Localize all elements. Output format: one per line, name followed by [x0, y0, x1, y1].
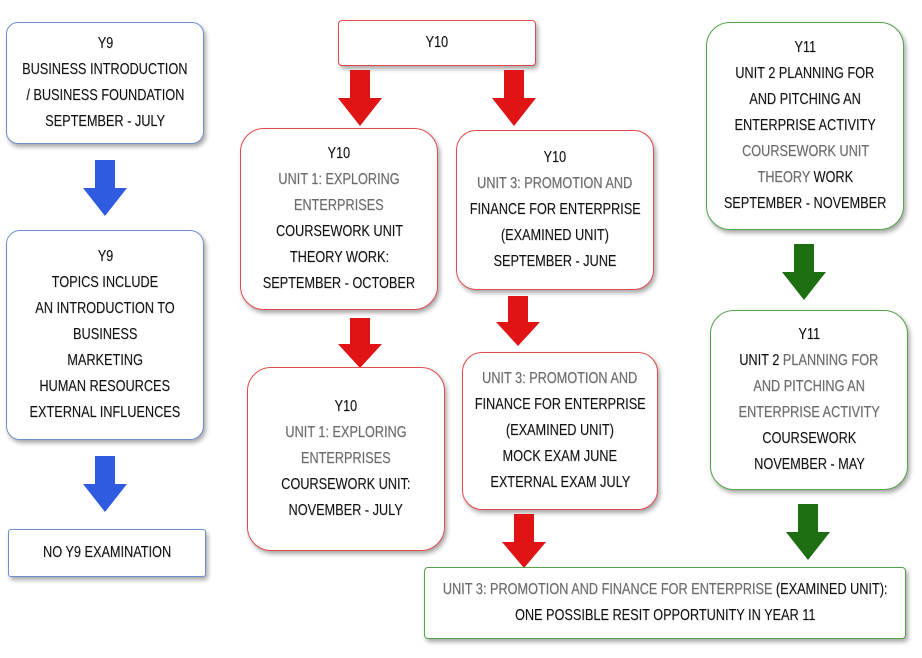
y9-intro-dates: SEPTEMBER - JULY	[45, 113, 165, 130]
y11-unit2-theory-unit: UNIT 2	[735, 65, 780, 82]
resit-examined: (EXAMINED UNIT):	[775, 581, 888, 598]
y9-topic-external: EXTERNAL INFLUENCES	[29, 404, 181, 421]
resit-line1: UNIT 3: PROMOTION AND FINANCE FOR ENTERP…	[443, 577, 888, 603]
y11-unit2-coursework-line2: AND PITCHING AN	[753, 378, 865, 395]
y10-unit1-coursework-unit: UNIT 1: EXPLORING	[285, 424, 407, 441]
y9-arrow-down-2	[83, 456, 127, 512]
y9-topics-heading: TOPICS INCLUDE	[51, 274, 159, 291]
y10-unit1-theory-dates: SEPTEMBER - OCTOBER	[262, 275, 416, 292]
y10-unit1-arrow-down	[338, 318, 382, 368]
y10-unit1-theory-box: Y10 UNIT 1: EXPLORING ENTERPRISES COURSE…	[240, 128, 438, 310]
y10-unit3-exam: (EXAMINED UNIT)	[500, 227, 610, 244]
y10-header-box: Y10	[338, 20, 536, 66]
y11-unit2-coursework-line4: COURSEWORK	[762, 430, 856, 447]
y10-unit1-theory-type: COURSEWORK UNIT	[275, 223, 403, 240]
y10-unit3-exam-unit: UNIT 3: PROMOTION AND	[482, 370, 638, 387]
y10-arrow-to-unit1	[338, 70, 382, 126]
y11-unit2-theory-line4: COURSEWORK UNIT	[741, 143, 869, 160]
y9-intro-title-2: / BUSINESS FOUNDATION	[26, 87, 184, 104]
y10-unit3-year: Y10	[543, 149, 567, 166]
resit-opportunity: ONE POSSIBLE RESIT OPPORTUNITY IN YEAR 1…	[514, 607, 816, 624]
y11-unit2-theory-line3: ENTERPRISE ACTIVITY	[734, 117, 876, 134]
y11-unit2-coursework-line1: UNIT 2 PLANNING FOR	[740, 348, 879, 374]
y10-unit3-exam-external: EXTERNAL EXAM JULY	[490, 474, 630, 491]
y9-intro-box: Y9 BUSINESS INTRODUCTION / BUSINESS FOUN…	[6, 22, 204, 144]
y11-unit2-theory-box: Y11 UNIT 2 PLANNING FOR AND PITCHING AN …	[706, 22, 904, 230]
y9-topic-intro: AN INTRODUCTION TO	[35, 300, 175, 317]
y10-unit1-theory-unit-2: ENTERPRISES	[294, 197, 384, 214]
y10-unit3-exam-box: UNIT 3: PROMOTION AND FINANCE FOR ENTERP…	[462, 352, 658, 510]
y11-unit2-theory-word: THEORY	[757, 169, 814, 186]
y10-unit1-theory-work: THEORY WORK:	[289, 249, 389, 266]
y10-unit1-theory-year: Y10	[327, 145, 351, 162]
y9-topics-year: Y9	[97, 248, 113, 265]
y10-unit3-dates: SEPTEMBER - JUNE	[493, 253, 617, 270]
y11-unit2-coursework-box: Y11 UNIT 2 PLANNING FOR AND PITCHING AN …	[710, 310, 908, 490]
y10-unit1-coursework-unit-2: ENTERPRISES	[301, 450, 391, 467]
y11-unit2-theory-line5: THEORY WORK	[757, 165, 853, 191]
resit-box: UNIT 3: PROMOTION AND FINANCE FOR ENTERP…	[424, 567, 906, 639]
y10-unit3-box: Y10 UNIT 3: PROMOTION AND FINANCE FOR EN…	[456, 130, 654, 290]
y11-unit2-coursework-year: Y11	[798, 326, 820, 343]
y11-unit2-theory-work: WORK	[813, 169, 853, 186]
y9-topic-business: BUSINESS	[72, 326, 138, 343]
y10-unit3-exam-examined: (EXAMINED UNIT)	[505, 422, 615, 439]
y10-unit1-coursework-dates: NOVEMBER - JULY	[288, 502, 404, 519]
y10-unit1-coursework-year: Y10	[334, 398, 358, 415]
y11-unit2-theory-planning: PLANNING FOR	[779, 65, 875, 82]
y10-unit3-unit: UNIT 3: PROMOTION AND	[477, 175, 633, 192]
y11-unit2-theory-line1: UNIT 2 PLANNING FOR	[736, 61, 875, 87]
y9-no-exam-box: NO Y9 EXAMINATION	[8, 529, 206, 577]
y10-unit1-theory-unit: UNIT 1: EXPLORING	[278, 171, 400, 188]
y9-topic-marketing: MARKETING	[67, 352, 143, 369]
resit-unit: UNIT 3: PROMOTION AND FINANCE FOR ENTERP…	[442, 581, 776, 598]
y11-unit2-theory-line2: AND PITCHING AN	[749, 91, 861, 108]
y9-topic-hr: HUMAN RESOURCES	[39, 378, 171, 395]
y9-arrow-down-1	[83, 160, 127, 216]
y11-unit2-coursework-dates: NOVEMBER - MAY	[753, 456, 865, 473]
y10-unit3-unit-2: FINANCE FOR ENTERPRISE	[469, 201, 641, 218]
y10-arrow-to-unit3	[492, 70, 536, 126]
y9-intro-title: BUSINESS INTRODUCTION	[22, 61, 188, 78]
y11-unit2-theory-dates: SEPTEMBER - NOVEMBER	[723, 195, 887, 212]
y11-arrow-down-1	[782, 244, 826, 300]
y10-unit1-coursework-box: Y10 UNIT 1: EXPLORING ENTERPRISES COURSE…	[247, 367, 445, 551]
y10-unit1-coursework-type: COURSEWORK UNIT:	[281, 476, 411, 493]
y9-topics-box: Y9 TOPICS INCLUDE AN INTRODUCTION TO BUS…	[6, 230, 204, 440]
y11-unit2-coursework-unit: UNIT 2	[739, 352, 784, 369]
y10-header-label: Y10	[425, 34, 449, 51]
y11-unit2-theory-year: Y11	[794, 39, 816, 56]
y11-unit2-coursework-line3: ENTERPRISE ACTIVITY	[738, 404, 880, 421]
y10-unit3-arrow-to-resit	[502, 514, 546, 568]
y10-unit3-arrow-down	[496, 296, 540, 346]
y9-no-exam-label: NO Y9 EXAMINATION	[42, 544, 172, 561]
y10-unit3-exam-mock: MOCK EXAM JUNE	[502, 448, 618, 465]
y11-arrow-down-2	[786, 504, 830, 560]
y9-intro-year: Y9	[97, 35, 113, 52]
y10-unit3-exam-unit-2: FINANCE FOR ENTERPRISE	[474, 396, 646, 413]
y11-unit2-coursework-planning: PLANNING FOR	[783, 352, 879, 369]
